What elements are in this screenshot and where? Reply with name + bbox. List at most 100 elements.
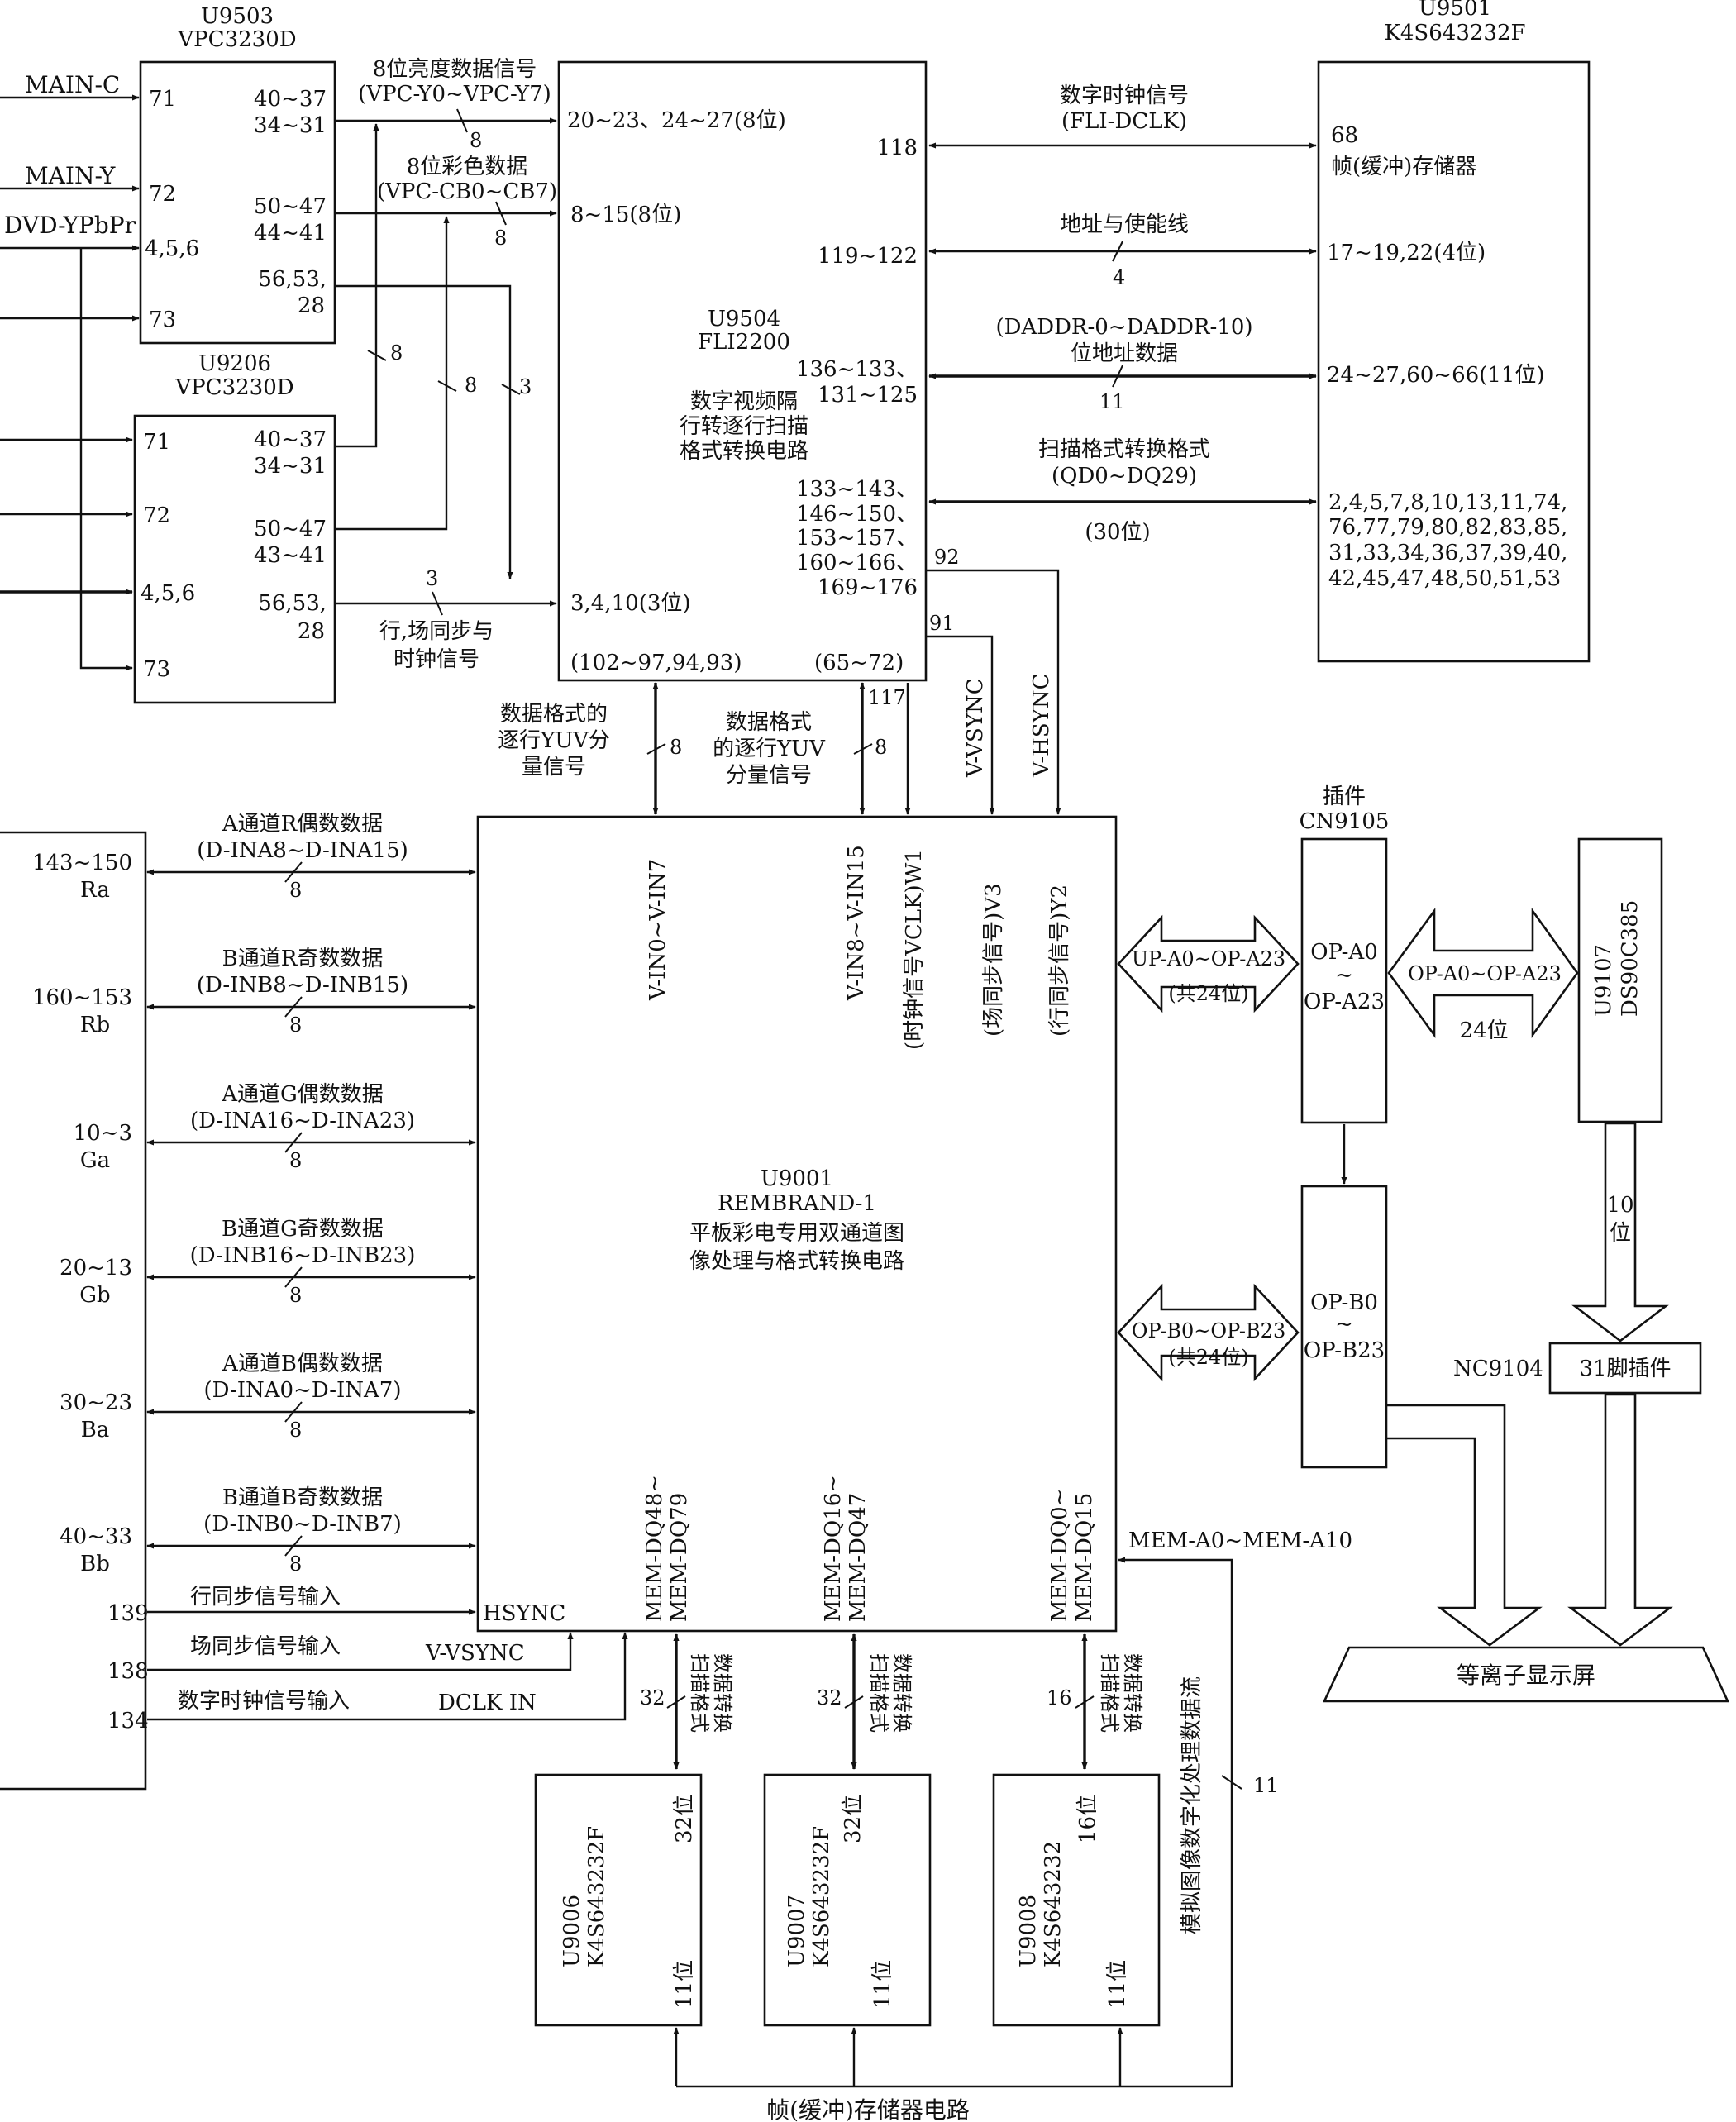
op-b-bus: OP-B0~OP-B23 [1132, 1319, 1285, 1342]
u9001-desc: 像处理与格式转换电路 [689, 1249, 904, 1274]
scan-conv-label: 数据转换 [711, 1653, 734, 1733]
u9206-ref: U9206 [198, 351, 271, 376]
bus-width-8: 8 [875, 736, 887, 759]
yuv1-label: 数据格式的 [500, 702, 608, 727]
connector-cn9105-b: OP-B0 ~ OP-B23 [1300, 1185, 1388, 1469]
mem-addr: 11位 [870, 1960, 895, 2009]
bus-width-4: 4 [1113, 266, 1125, 289]
u9501-pin: 2,4,5,7,8,10,13,11,74, [1328, 490, 1567, 515]
bus-width-32: 32 [817, 1686, 842, 1710]
u9504-pin: (102~97,94,93) [570, 651, 742, 675]
u9001-bottom-pin: MEM-DQ16~ [821, 1475, 846, 1622]
channel-name: A通道B偶数数据 [222, 1352, 383, 1376]
input-dvd-ypbpr: DVD-YPbPr [4, 212, 136, 239]
mem-width: 16位 [1075, 1795, 1100, 1843]
channel-pin: 10~3 [74, 1121, 132, 1146]
u9001-top-pin: (行同步信号)Y2 [1047, 885, 1072, 1037]
sync-label: 时钟信号 [393, 647, 479, 672]
channel-signal: Gb [79, 1283, 110, 1308]
pin-139: 139 [107, 1601, 149, 1626]
u9206-model: VPC3230D [174, 375, 293, 400]
nc9104-label: 31脚插件 [1579, 1357, 1671, 1381]
u9504-pin: 169~176 [818, 575, 918, 600]
u9504-desc: 数字视频隔 [690, 389, 798, 414]
bus-width-3: 3 [519, 375, 532, 398]
chip-u9007: U9007 K4S643232F 32位 11位 [763, 1773, 932, 2027]
mem-ref: U9007 [785, 1895, 809, 1967]
u9501-desc: 帧(缓冲)存储器 [1331, 155, 1476, 179]
bus-width-11: 11 [1099, 390, 1125, 413]
scan-bus: (QD0~DQ29) [1052, 464, 1197, 489]
bus-width-8: 8 [465, 374, 477, 397]
u9501-pin: 31,33,34,36,37,39,40, [1328, 541, 1567, 565]
channel-bus: (D-INB0~D-INB7) [203, 1512, 402, 1537]
channel-bus: (D-INA16~D-INA23) [190, 1109, 415, 1133]
channel-pin: 160~153 [32, 985, 132, 1010]
channel-signal: Ga [80, 1148, 110, 1173]
up-a-bus: UP-A0~OP-A23 [1132, 947, 1285, 970]
scan-conv-label: 扫描格式 [1098, 1653, 1121, 1733]
chip-u9001: U9001 REMBRAND-1 平板彩电专用双通道图 像处理与格式转换电路 V… [476, 815, 1118, 1633]
channel-signal: Rb [80, 1013, 110, 1037]
u9503-pin: 4,5,6 [145, 236, 199, 261]
u9504-pin: 119~122 [818, 244, 918, 269]
cb-data-bus: (VPC-CB0~CB7) [377, 179, 557, 204]
u9504-pin: 160~166、 [796, 551, 918, 575]
u9206-pin: 50~47 [254, 517, 327, 541]
u9503-model: VPC3230D [177, 27, 296, 52]
op-a-pin: OP-A23 [1304, 989, 1385, 1014]
u9504-desc: 行转逐行扫描 [680, 414, 808, 439]
u9501-pin: 24~27,60~66(11位) [1327, 363, 1545, 388]
hsync-in-label: 行同步信号输入 [190, 1585, 341, 1609]
u9504-model: FLI2200 [698, 330, 790, 355]
yuv2-label: 数据格式 [726, 710, 812, 735]
pin-117: 117 [868, 686, 906, 709]
input-main-y: MAIN-Y [25, 162, 116, 189]
channel-name: A通道R偶数数据 [222, 812, 383, 837]
channel-bus: (D-INB8~D-INB15) [197, 973, 408, 998]
connector-nc9104: NC9104 31脚插件 [1453, 1342, 1702, 1395]
connector-cn9105-a: 插件 CN9105 OP-A0 ~ OP-A23 [1300, 784, 1389, 1124]
channel-signal: Bb [80, 1552, 110, 1576]
u9206-pin: 40~37 [254, 427, 327, 452]
u9001-bottom-pin: MEM-DQ79 [667, 1493, 692, 1622]
dclk-in-label: DCLK IN [438, 1690, 537, 1715]
bus-width-32: 32 [640, 1686, 665, 1710]
bus-width-8: 8 [289, 1552, 302, 1576]
mem-model: K4S643232F [584, 1826, 609, 1967]
dclk-label: 数字时钟信号 [1060, 83, 1189, 108]
u9503-pin: 73 [149, 308, 176, 332]
channel-buses: 8A通道R偶数数据(D-INA8~D-INA15)143~150Ra8B通道R奇… [32, 812, 476, 1576]
sync-label: 行,场同步与 [379, 619, 494, 644]
u9503-pin: 40~37 [254, 87, 327, 112]
scan-conv-label: 数据转换 [1121, 1653, 1144, 1733]
u9504-pin: 136~133、 [796, 357, 918, 382]
clk-in-label: 数字时钟信号输入 [178, 1689, 350, 1714]
channel-pin: 143~150 [32, 851, 132, 875]
mem-width: 32位 [841, 1795, 866, 1843]
u9504-pin: 153~157、 [796, 526, 918, 551]
mem-model: K4S643232F [809, 1826, 834, 1967]
mem-ref: U9008 [1016, 1895, 1041, 1967]
bus-width-8: 8 [289, 879, 302, 902]
chip-u9503: U9503 VPC3230D 71 72 4,5,6 73 40~37 34~3… [139, 4, 336, 345]
channel-name: A通道G偶数数据 [221, 1082, 384, 1107]
bus-width-8: 8 [670, 736, 682, 759]
op-b-bus: (共24位) [1168, 1346, 1248, 1369]
daddr-bus: (DADDR-0~DADDR-10) [995, 315, 1252, 340]
plasma-panel: 等离子显示屏 [1322, 1646, 1730, 1703]
bus-width-8: 8 [494, 227, 507, 250]
u9001-top-pin: (时钟信号VCLK)W1 [902, 849, 927, 1050]
u9503-pin: 50~47 [254, 194, 327, 219]
pin-91: 91 [929, 612, 955, 635]
u9503-pin: 72 [149, 182, 176, 207]
daddr-label: 位地址数据 [1071, 341, 1178, 366]
u9001-bottom-pin: MEM-DQ0~ [1047, 1489, 1072, 1623]
u9503-pin: 34~31 [254, 113, 327, 138]
op-a-bus: OP-A0~OP-A23 [1408, 962, 1562, 985]
up-a-bus: (共24位) [1168, 982, 1248, 1005]
scan-conv-label: 扫描格式 [867, 1653, 890, 1733]
op-b-pin: OP-B23 [1304, 1338, 1385, 1363]
u9001-top-pin: (场同步信号)V3 [981, 883, 1006, 1037]
channel-name: B通道R奇数数据 [222, 947, 384, 971]
